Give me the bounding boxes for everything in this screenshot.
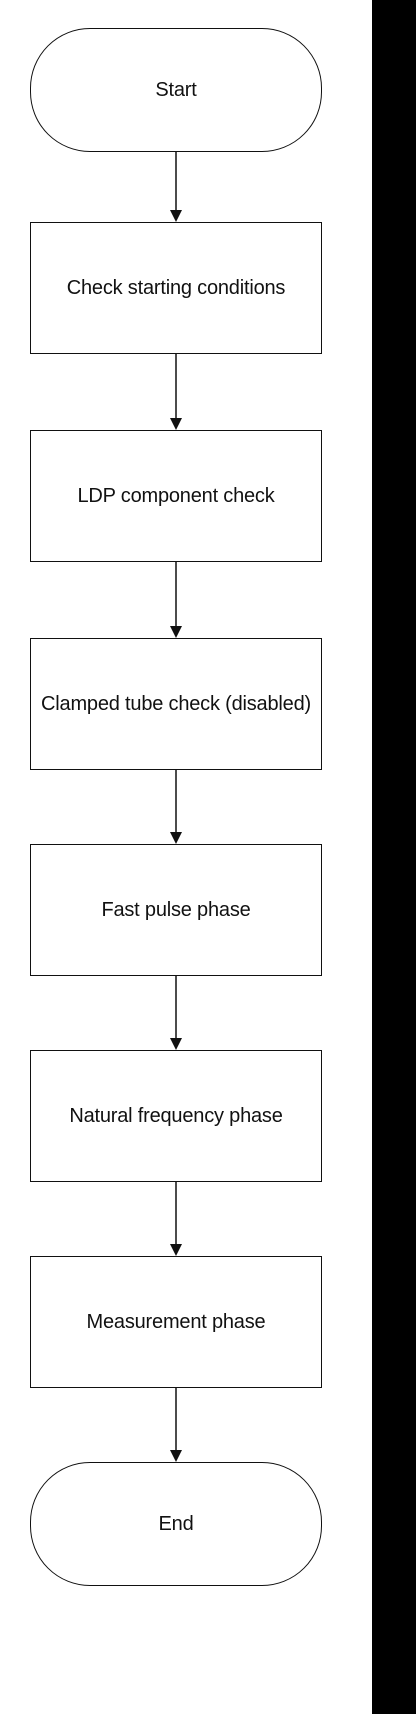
node-start: Start bbox=[30, 28, 322, 152]
arrowhead-start-to-check-starting-conditions bbox=[170, 210, 182, 222]
page-edge-bar bbox=[372, 0, 416, 1714]
arrowhead-check-starting-conditions-to-ldp-component-check bbox=[170, 418, 182, 430]
node-natural-frequency-phase-label: Natural frequency phase bbox=[69, 1104, 283, 1127]
node-end-label: End bbox=[158, 1512, 194, 1535]
node-clamped-tube-check: Clamped tube check (disabled) bbox=[30, 638, 322, 770]
node-measurement-phase: Measurement phase bbox=[30, 1256, 322, 1388]
node-end: End bbox=[30, 1462, 322, 1586]
node-ldp-component-check: LDP component check bbox=[30, 430, 322, 562]
arrowhead-measurement-phase-to-end bbox=[170, 1450, 182, 1462]
node-fast-pulse-phase-label: Fast pulse phase bbox=[101, 898, 251, 921]
arrowhead-ldp-component-check-to-clamped-tube-check bbox=[170, 626, 182, 638]
arrowhead-natural-frequency-phase-to-measurement-phase bbox=[170, 1244, 182, 1256]
node-ldp-component-check-label: LDP component check bbox=[77, 484, 275, 507]
node-natural-frequency-phase: Natural frequency phase bbox=[30, 1050, 322, 1182]
node-clamped-tube-check-label: Clamped tube check (disabled) bbox=[41, 692, 311, 715]
node-measurement-phase-label: Measurement phase bbox=[86, 1310, 266, 1333]
arrowhead-fast-pulse-phase-to-natural-frequency-phase bbox=[170, 1038, 182, 1050]
node-fast-pulse-phase: Fast pulse phase bbox=[30, 844, 322, 976]
arrowhead-clamped-tube-check-to-fast-pulse-phase bbox=[170, 832, 182, 844]
node-start-label: Start bbox=[155, 78, 197, 101]
node-check-starting-conditions-label: Check starting conditions bbox=[66, 276, 286, 299]
node-check-starting-conditions: Check starting conditions bbox=[30, 222, 322, 354]
